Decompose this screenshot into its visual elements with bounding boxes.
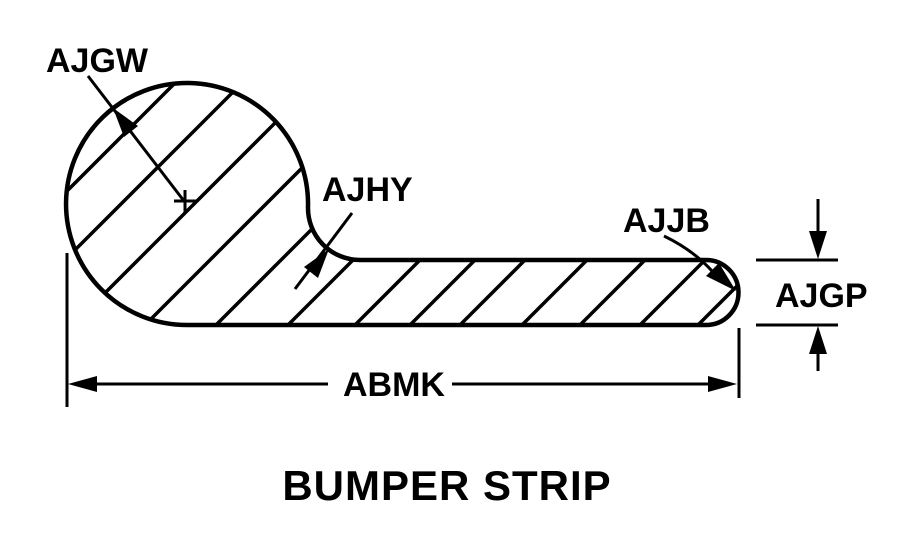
ajhy-arrowhead-icon <box>304 249 329 278</box>
label-ajgp-thickness: AJGP <box>775 277 868 315</box>
hatch-line <box>618 82 739 325</box>
ajjb-leader-line <box>663 234 714 273</box>
label-ajjb-end-radius: AJJB <box>623 202 710 240</box>
bumper-strip-outline <box>63 80 741 328</box>
abmk-right-arrowhead-icon <box>708 376 737 392</box>
ajgw-leader-line <box>86 75 186 202</box>
ajgp-down-arrowhead-icon <box>809 231 827 259</box>
hatch-line <box>66 82 220 325</box>
label-ajgw-bulb-diameter: AJGW <box>46 42 149 80</box>
ajgp-up-arrowhead-icon <box>809 326 827 354</box>
hatch-line <box>676 82 739 325</box>
ajhy-leader-line <box>293 212 354 290</box>
figure-title: BUMPER STRIP <box>282 462 611 509</box>
abmk-left-arrowhead-icon <box>68 376 97 392</box>
label-abmk-overall-length: ABMK <box>343 366 445 404</box>
ajjb-arrowhead-icon <box>706 263 736 291</box>
ajgw-arrowhead-icon <box>113 108 138 137</box>
label-ajhy-fillet-radius: AJHY <box>322 171 413 209</box>
